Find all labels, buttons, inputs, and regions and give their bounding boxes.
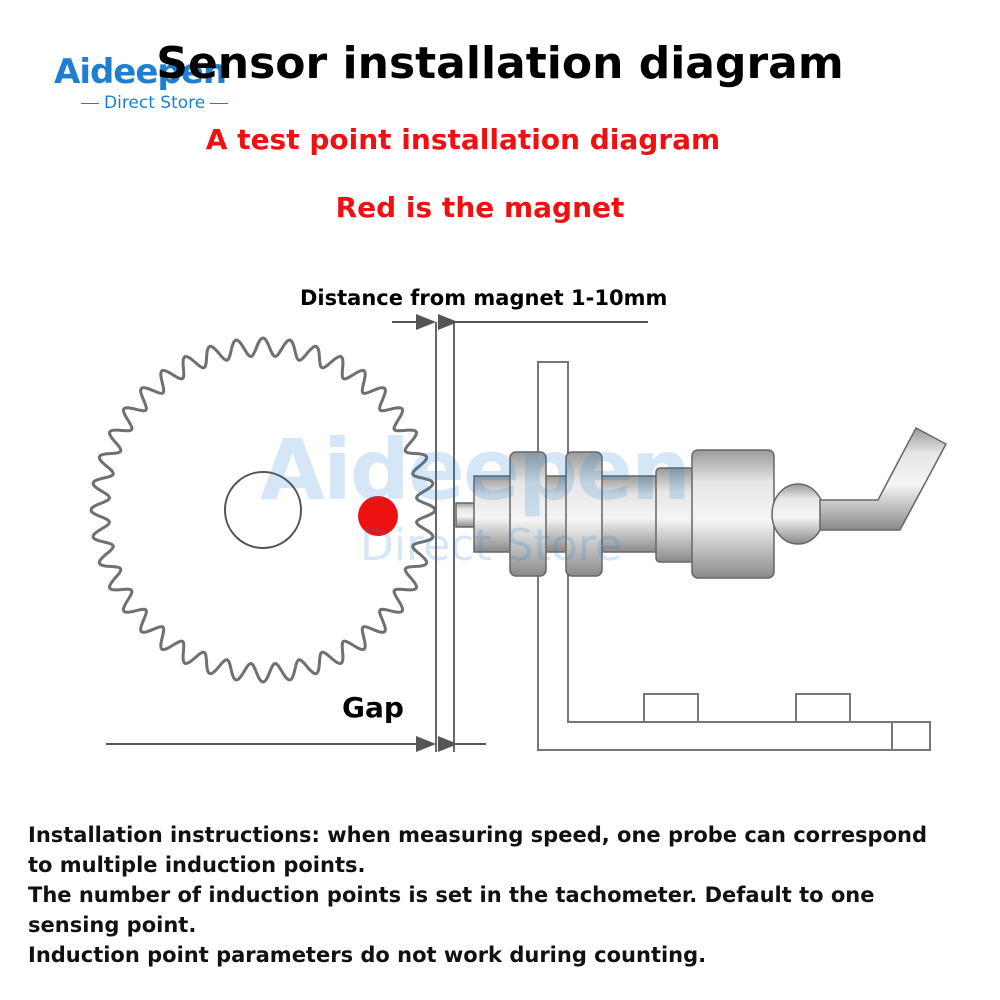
sensor-body <box>691 449 775 579</box>
gear-center-hole <box>224 471 302 549</box>
gear-outline <box>89 336 437 684</box>
probe-tip <box>455 502 477 528</box>
lock-nut-right <box>565 451 603 577</box>
sensor-cable <box>819 426 948 531</box>
logo-brand-text: Aideepen <box>54 52 227 92</box>
logo-tagline: Direct Store <box>76 92 233 114</box>
instruction-line: to multiple induction points. <box>28 853 366 877</box>
diagram-subtitle: A test point installation diagram <box>205 123 721 156</box>
page-title: Sensor installation diagram <box>156 38 844 89</box>
bracket-slot-left <box>643 693 699 723</box>
sensor-collar <box>655 467 695 563</box>
lock-nut-left <box>509 451 547 577</box>
bracket-slot-right <box>795 693 851 723</box>
brand-logo: Aideepen Direct Store <box>54 50 284 120</box>
magnet-dot <box>358 496 398 536</box>
instruction-line: sensing point. <box>28 913 197 937</box>
cable-gland <box>771 483 825 545</box>
distance-label: Distance from magnet 1-10mm <box>300 286 668 310</box>
magnet-note: Red is the magnet <box>335 191 625 224</box>
mounting-bracket <box>537 361 931 751</box>
instruction-line: Induction point parameters do not work d… <box>28 943 707 967</box>
instruction-line: The number of induction points is set in… <box>28 883 875 907</box>
sensor-probe <box>455 426 948 579</box>
installation-instructions: Installation instructions: when measurin… <box>28 820 988 970</box>
instruction-line: Installation instructions: when measurin… <box>28 823 928 847</box>
gap-label: Gap <box>342 691 404 724</box>
